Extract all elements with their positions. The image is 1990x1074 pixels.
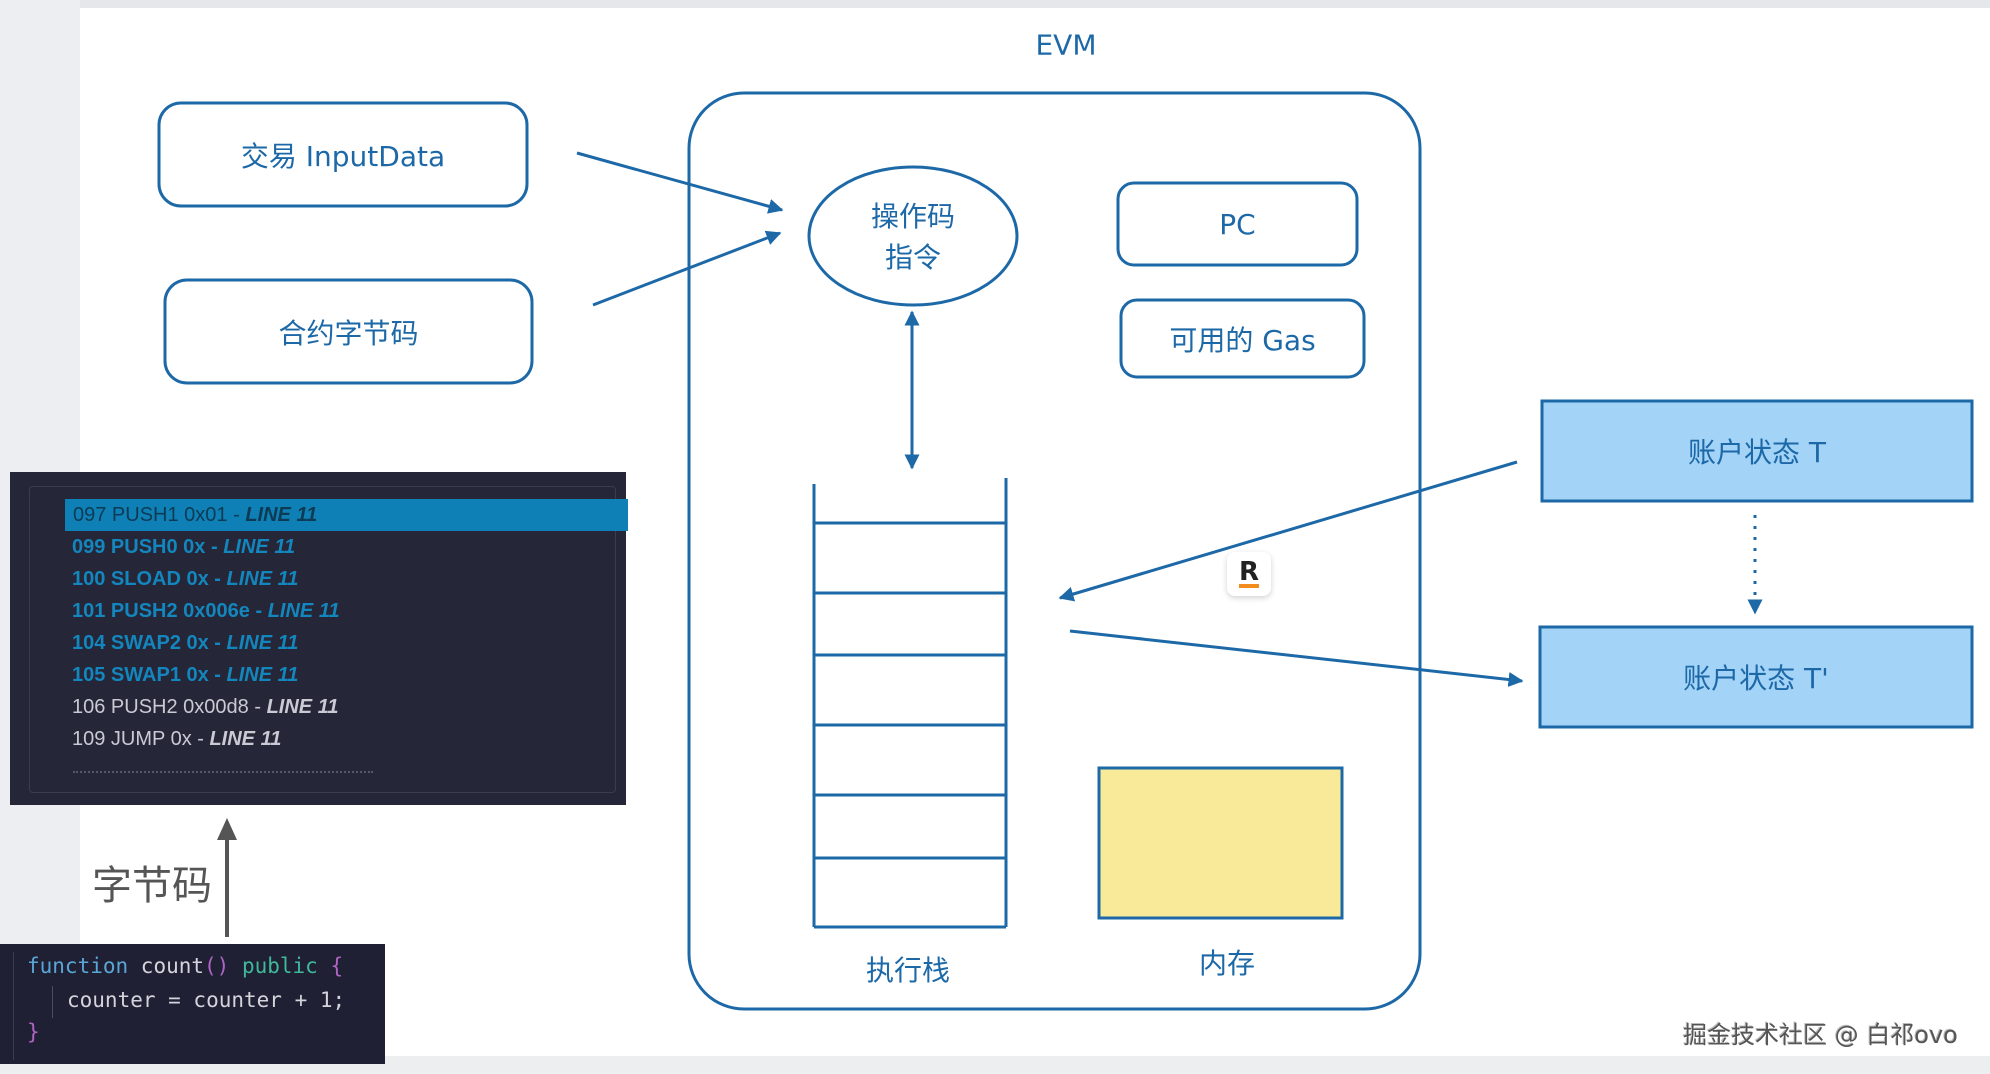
execution-stack xyxy=(812,478,1008,929)
bytecode-panel: 097 PUSH1 0x01 - LINE 11 099 PUSH0 0x - … xyxy=(10,472,628,805)
r-badge-icon[interactable]: R xyxy=(1227,552,1271,596)
evm-title: EVM xyxy=(1035,28,1097,62)
arrow-bytecode-to-opcode xyxy=(592,230,782,307)
code-line-signature: function count() public { xyxy=(27,954,344,978)
account-state-next-label: 账户状态 T' xyxy=(1683,662,1829,695)
arrow-state-to-stack xyxy=(1058,460,1518,602)
code-line-body: counter = counter + 1; xyxy=(67,988,346,1012)
bottom-band xyxy=(0,1056,1990,1074)
account-state-next-box xyxy=(1538,625,1974,729)
bytecode-list[interactable]: 097 PUSH1 0x01 - LINE 11 099 PUSH0 0x - … xyxy=(29,486,628,793)
bytecode-row[interactable]: 097 PUSH1 0x01 - LINE 11 xyxy=(65,499,628,531)
bytecode-row[interactable]: 109 JUMP 0x - LINE 11 xyxy=(72,728,282,750)
arrow-source-to-bytecode-head xyxy=(217,818,237,840)
bytecode-row[interactable]: 106 PUSH2 0x00d8 - LINE 11 xyxy=(72,696,339,718)
opcode-label-line2: 指令 xyxy=(884,241,942,274)
account-state-label: 账户状态 T xyxy=(1687,436,1826,469)
bytecode-row[interactable]: 100 SLOAD 0x - LINE 11 xyxy=(72,568,299,590)
input-data-box xyxy=(157,101,529,208)
input-data-label: 交易 InputData xyxy=(240,139,446,173)
code-line-close: } xyxy=(27,1020,40,1044)
opcode-label-line1: 操作码 xyxy=(870,200,956,233)
top-band xyxy=(0,0,1990,8)
indent-guide xyxy=(52,986,53,1018)
bytecode-row[interactable]: 099 PUSH0 0x - LINE 11 xyxy=(72,536,296,558)
bytecode-row-clipped xyxy=(73,771,373,776)
account-state-box xyxy=(1540,399,1974,503)
gas-box xyxy=(1119,298,1366,379)
source-code-panel: function count() public { counter = coun… xyxy=(0,944,385,1064)
indent-guide-outer xyxy=(13,952,14,1060)
memory-label: 内存 xyxy=(1198,947,1256,980)
arrow-stack-to-new-state xyxy=(1069,629,1524,687)
contract-bytecode-box xyxy=(163,278,534,385)
pc-label: PC xyxy=(1219,207,1256,241)
memory-block xyxy=(1097,766,1344,920)
evm-container xyxy=(687,91,1422,1011)
r-badge-underline xyxy=(1239,584,1259,588)
bytecode-arrow-label: 字节码 xyxy=(92,863,212,909)
bytecode-row[interactable]: 105 SWAP1 0x - LINE 11 xyxy=(72,664,299,686)
bytecode-row[interactable]: 104 SWAP2 0x - LINE 11 xyxy=(72,632,299,654)
watermark: 掘金技术社区 @ 白祁ovo xyxy=(1683,1021,1958,1049)
arrow-input-to-opcode xyxy=(576,151,784,214)
opcode-node xyxy=(807,165,1019,307)
r-badge-letter: R xyxy=(1238,557,1260,587)
bytecode-row[interactable]: 101 PUSH2 0x006e - LINE 11 xyxy=(72,600,340,622)
contract-bytecode-label: 合约字节码 xyxy=(278,316,419,350)
stack-label: 执行栈 xyxy=(865,954,951,987)
pc-box xyxy=(1116,181,1359,267)
gas-label: 可用的 Gas xyxy=(1169,323,1316,357)
